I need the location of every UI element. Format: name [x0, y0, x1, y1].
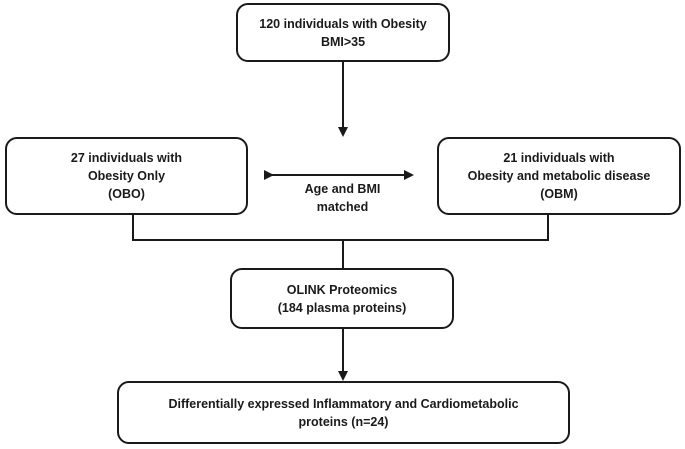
- box-obesity-cohort-line1: 120 individuals with Obesity: [259, 16, 427, 31]
- box-obesity-only-line3: (OBO): [108, 187, 145, 201]
- box-obesity-cohort: 120 individuals with Obesity BMI>35: [236, 3, 450, 62]
- box-obesity-metabolic: 21 individuals with Obesity and metaboli…: [437, 137, 681, 215]
- box-obesity-metabolic-line2: Obesity and metabolic disease: [467, 169, 651, 183]
- box-obesity-metabolic-line1: 21 individuals with: [503, 151, 615, 165]
- box-obesity-cohort-line2: BMI>35: [320, 34, 366, 49]
- bracket-join: [132, 215, 549, 241]
- box-differential-proteins: Differentially expressed Inflammatory an…: [117, 381, 570, 444]
- matched-label: Age and BMI matched: [260, 180, 425, 216]
- box-differential-proteins-line2: proteins (n=24): [298, 414, 389, 429]
- box-olink-proteomics-line1: OLINK Proteomics: [286, 282, 398, 297]
- matched-label-line2: matched: [316, 200, 369, 214]
- box-olink-proteomics: OLINK Proteomics (184 plasma proteins): [230, 268, 454, 329]
- matched-label-line1: Age and BMI: [304, 182, 381, 196]
- box-obesity-only-line2: Obesity Only: [87, 169, 166, 183]
- box-obesity-only: 27 individuals with Obesity Only (OBO): [5, 137, 248, 215]
- box-obesity-only-line1: 27 individuals with: [70, 151, 183, 165]
- box-obesity-metabolic-line3: (OBM): [540, 187, 578, 201]
- box-olink-proteomics-line2: (184 plasma proteins): [277, 300, 407, 315]
- box-differential-proteins-line1: Differentially expressed Inflammatory an…: [168, 396, 519, 411]
